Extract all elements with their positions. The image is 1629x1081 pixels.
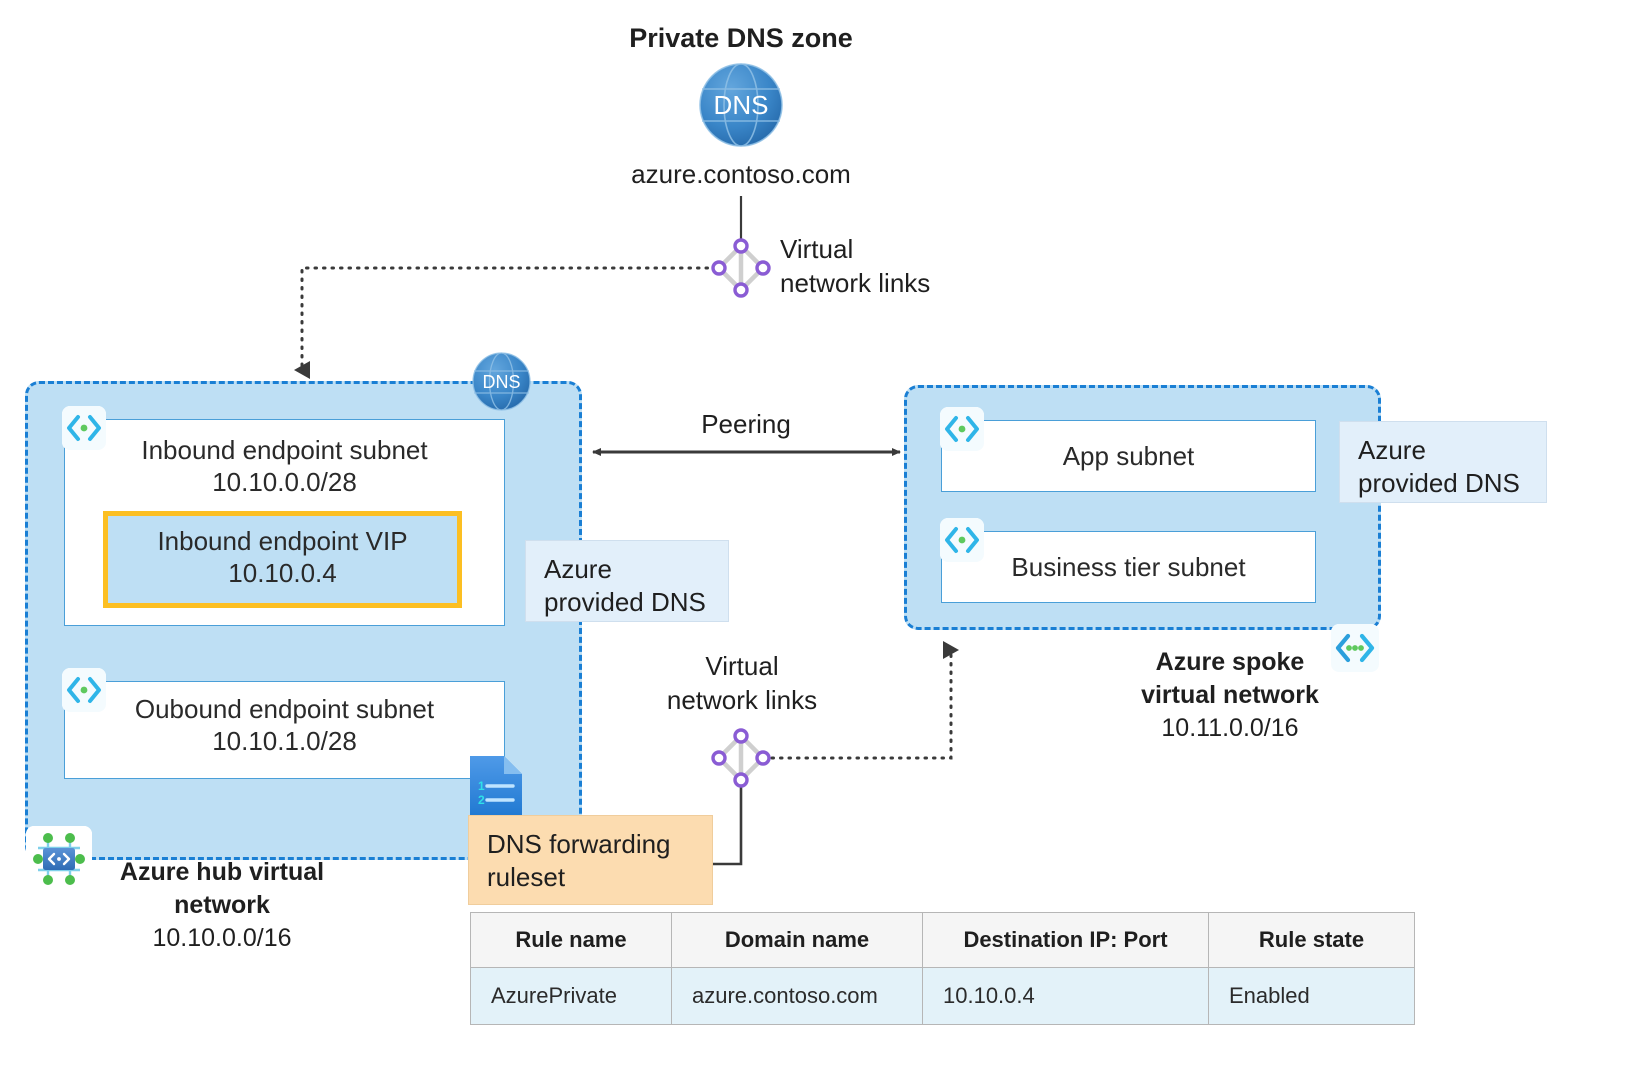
subnet-cidr: 10.10.1.0/28 <box>212 725 357 756</box>
svg-text:1: 1 <box>478 779 485 793</box>
column-header-domain-name: Domain name <box>671 912 923 968</box>
ruleset-callout-line-1: DNS forwarding <box>487 829 671 859</box>
subnet-icon-app <box>940 407 984 451</box>
hub-address-space: 10.10.0.0/16 <box>152 924 292 952</box>
vip-ip: 10.10.0.4 <box>228 557 337 588</box>
virtual-network-icon-spoke <box>1331 624 1379 672</box>
callout-line-1: Azure <box>544 554 612 584</box>
callout-line-2: provided DNS <box>544 587 706 618</box>
virtual-network-icon-hub <box>26 826 92 892</box>
callout-line-1: Azure <box>1358 435 1426 465</box>
hub-name-line-2: network <box>174 891 270 919</box>
virtual-network-link-icon-bottom <box>711 728 771 788</box>
virtual-network-links-label-top: Virtual network links <box>780 233 1080 301</box>
svg-text:DNS: DNS <box>714 90 769 120</box>
svg-text:2: 2 <box>478 793 485 807</box>
dns-globe-icon: DNS <box>699 63 783 147</box>
subnet-icon-inbound <box>62 406 106 450</box>
peering-label: Peering <box>701 409 791 439</box>
inbound-endpoint-vip[interactable]: Inbound endpoint VIP 10.10.0.4 <box>103 511 462 608</box>
hub-azure-provided-dns-callout: Azure provided DNS <box>525 540 729 622</box>
column-header-rule-name: Rule name <box>470 912 672 968</box>
spoke-name-line-1: Azure spoke <box>1155 648 1305 676</box>
dns-forwarding-ruleset-callout: DNS forwarding ruleset <box>468 815 713 905</box>
spoke-virtual-network-label: Azure spoke virtual network 10.11.0.0/16 <box>1050 646 1410 745</box>
virtual-network-link-icon-top <box>711 238 771 298</box>
inbound-endpoint-subnet-label: Inbound endpoint subnet 10.10.0.0/28 <box>65 420 504 498</box>
links-label-line-2: network links <box>666 684 818 715</box>
subnet-icon-outbound <box>62 668 106 712</box>
business-tier-subnet-label: Business tier subnet <box>1011 552 1246 582</box>
links-label-line-2: network links <box>780 267 931 298</box>
hub-dns-globe-icon: DNS <box>472 352 531 411</box>
hub-name-line-1: Azure hub virtual <box>119 858 325 886</box>
cell-destination-ip-port: 10.10.0.4 <box>922 967 1209 1025</box>
link-to-ruleset-line <box>713 784 743 866</box>
ruleset-callout-line-2: ruleset <box>487 862 566 893</box>
app-subnet[interactable]: App subnet <box>941 420 1316 492</box>
spoke-address-space: 10.11.0.0/16 <box>1161 714 1299 742</box>
cell-rule-name: AzurePrivate <box>470 967 672 1025</box>
subnet-name: Inbound endpoint subnet <box>141 435 428 465</box>
cell-rule-state: Enabled <box>1208 967 1415 1025</box>
svg-text:DNS: DNS <box>482 372 520 392</box>
links-label-line-1: Virtual <box>780 234 854 264</box>
subnet-name: Oubound endpoint subnet <box>134 694 435 724</box>
links-label-line-1: Virtual <box>705 651 779 681</box>
app-subnet-label: App subnet <box>1062 441 1195 471</box>
subnet-cidr: 10.10.0.0/28 <box>212 466 357 497</box>
table-row[interactable]: AzurePrivate azure.contoso.com 10.10.0.4… <box>470 967 1415 1025</box>
spoke-name-line-2: virtual network <box>1141 681 1319 709</box>
dns-ruleset-document-icon: 1 2 <box>470 756 522 818</box>
link-to-spoke-dotted-path <box>770 641 959 760</box>
hub-virtual-network-label: Azure hub virtual network 10.10.0.0/16 <box>62 856 382 955</box>
dns-forwarding-rules-table-wrapper: Rule name Domain name Destination IP: Po… <box>470 912 1415 1025</box>
link-to-hub-dotted-path <box>294 266 718 379</box>
virtual-network-links-label-bottom: Virtual network links <box>612 650 872 718</box>
vip-name: Inbound endpoint VIP <box>157 526 408 556</box>
spoke-azure-provided-dns-callout: Azure provided DNS <box>1339 421 1547 503</box>
column-header-rule-state: Rule state <box>1208 912 1415 968</box>
callout-line-2: provided DNS <box>1358 468 1520 499</box>
private-dns-zone-name: azure.contoso.com <box>631 159 851 189</box>
outbound-endpoint-subnet[interactable]: Oubound endpoint subnet 10.10.1.0/28 <box>64 681 505 779</box>
business-tier-subnet[interactable]: Business tier subnet <box>941 531 1316 603</box>
subnet-icon-business-tier <box>940 518 984 562</box>
dns-forwarding-rules-table: Rule name Domain name Destination IP: Po… <box>470 912 1415 1025</box>
column-header-destination-ip-port: Destination IP: Port <box>922 912 1209 968</box>
inbound-endpoint-vip-label: Inbound endpoint VIP 10.10.0.4 <box>108 516 457 589</box>
table-header-row: Rule name Domain name Destination IP: Po… <box>470 912 1415 968</box>
page-title: Private DNS zone <box>629 23 853 53</box>
outbound-endpoint-subnet-label: Oubound endpoint subnet 10.10.1.0/28 <box>65 682 504 757</box>
cell-domain-name: azure.contoso.com <box>671 967 923 1025</box>
